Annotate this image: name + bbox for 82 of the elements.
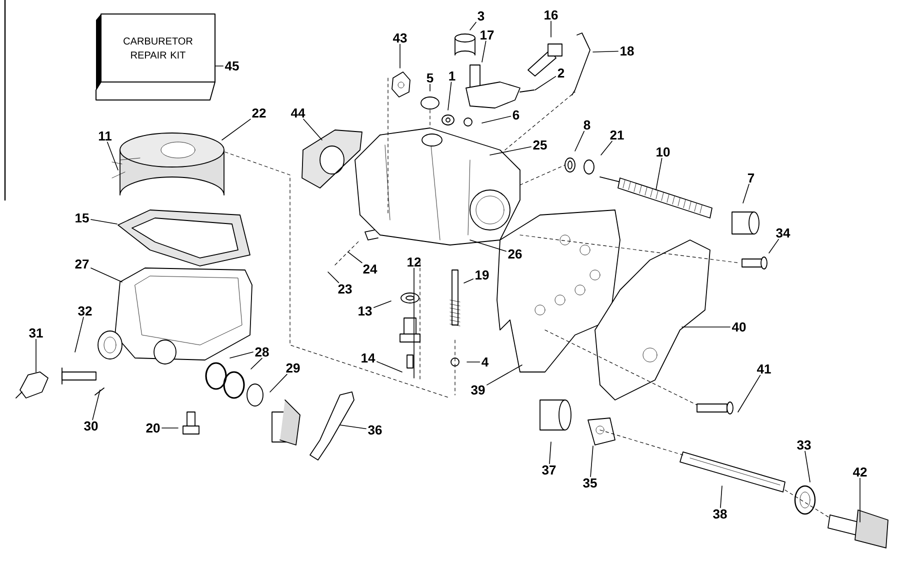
leader-line bbox=[270, 374, 288, 392]
callout-number: 35 bbox=[583, 478, 597, 488]
callout-number: 41 bbox=[756, 364, 771, 374]
leader-line bbox=[230, 352, 254, 358]
callout-number: 21 bbox=[610, 130, 624, 140]
callout-number: 5 bbox=[426, 73, 434, 83]
leader-line bbox=[742, 184, 750, 204]
leader-line bbox=[374, 300, 392, 308]
callout-number: 11 bbox=[98, 132, 112, 140]
callout-number: 19 bbox=[476, 270, 489, 280]
callout-number: 8 bbox=[584, 120, 590, 130]
callout-number: 45 bbox=[224, 61, 239, 71]
callout-number: 27 bbox=[75, 259, 89, 269]
leader-line bbox=[348, 252, 362, 264]
leader-line bbox=[92, 390, 100, 420]
leader-line bbox=[600, 140, 612, 156]
callout-number: 32 bbox=[78, 306, 92, 316]
callout-number: 22 bbox=[252, 108, 266, 118]
callout-number: 24 bbox=[363, 264, 378, 274]
callout-number: 31 bbox=[29, 328, 43, 338]
callout-number: 37 bbox=[542, 465, 556, 475]
callout-number: 15 bbox=[76, 213, 89, 223]
leader-line bbox=[376, 361, 402, 372]
callout-number: 3 bbox=[478, 11, 484, 21]
leader-line bbox=[549, 442, 552, 464]
leader-line bbox=[656, 158, 662, 190]
leader-line bbox=[328, 272, 340, 284]
leader-line bbox=[250, 358, 262, 370]
leader-line bbox=[222, 118, 251, 140]
callout-number: 40 bbox=[732, 322, 746, 332]
leader-line bbox=[303, 118, 322, 140]
kit-box: CARBURETOR REPAIR KIT bbox=[96, 14, 216, 100]
callout-number: 2 bbox=[558, 68, 564, 78]
leader-line bbox=[470, 240, 506, 252]
leader-line bbox=[738, 374, 761, 412]
callout-number: 4 bbox=[482, 358, 489, 366]
leader-line bbox=[340, 424, 366, 430]
callout-number: 7 bbox=[748, 174, 754, 182]
leader-line bbox=[464, 278, 474, 284]
callout-number: 20 bbox=[146, 423, 160, 433]
leader-line bbox=[74, 316, 84, 352]
callout-number: 6 bbox=[512, 110, 520, 120]
leader-line bbox=[90, 268, 122, 282]
leader-line bbox=[550, 20, 552, 38]
callout-number: 16 bbox=[544, 10, 558, 20]
callout-number: 23 bbox=[338, 284, 352, 294]
leader-line bbox=[590, 446, 594, 478]
callout-number: 17 bbox=[480, 30, 494, 40]
callout-number: 25 bbox=[533, 140, 547, 150]
leader-line bbox=[804, 450, 810, 482]
leader-line bbox=[534, 76, 556, 90]
leader-line bbox=[486, 364, 522, 386]
callout-number: 36 bbox=[368, 425, 382, 435]
leader-line bbox=[482, 40, 486, 62]
callout-number: 14 bbox=[362, 354, 376, 362]
callout-number: 44 bbox=[290, 108, 306, 118]
callout-number: 42 bbox=[852, 467, 867, 477]
callout-number: 13 bbox=[358, 306, 372, 316]
callout-number: 1 bbox=[449, 72, 456, 80]
leader-line bbox=[574, 130, 584, 152]
callout-number: 30 bbox=[84, 421, 98, 431]
leader-line bbox=[682, 326, 730, 328]
callout-number: 28 bbox=[255, 347, 269, 357]
callout-number: 39 bbox=[471, 385, 485, 395]
callout-number: 18 bbox=[620, 46, 634, 56]
leader-line bbox=[490, 146, 532, 156]
callout-number: 43 bbox=[392, 33, 407, 43]
callout-number: 10 bbox=[656, 147, 670, 157]
callout-number: 26 bbox=[508, 249, 522, 259]
leader-line bbox=[592, 50, 618, 52]
leader-line bbox=[470, 22, 476, 30]
callout-number: 38 bbox=[713, 509, 727, 519]
leader-line bbox=[90, 219, 118, 224]
leader-line bbox=[448, 82, 452, 110]
callout-number: 12 bbox=[408, 257, 421, 267]
callout-number: 29 bbox=[286, 363, 300, 373]
leader-line bbox=[482, 116, 512, 124]
leader-line bbox=[720, 486, 722, 508]
callout-number: 33 bbox=[797, 440, 811, 450]
leader-line bbox=[768, 238, 779, 254]
callout-number: 34 bbox=[776, 228, 790, 238]
leader-line bbox=[106, 142, 118, 170]
